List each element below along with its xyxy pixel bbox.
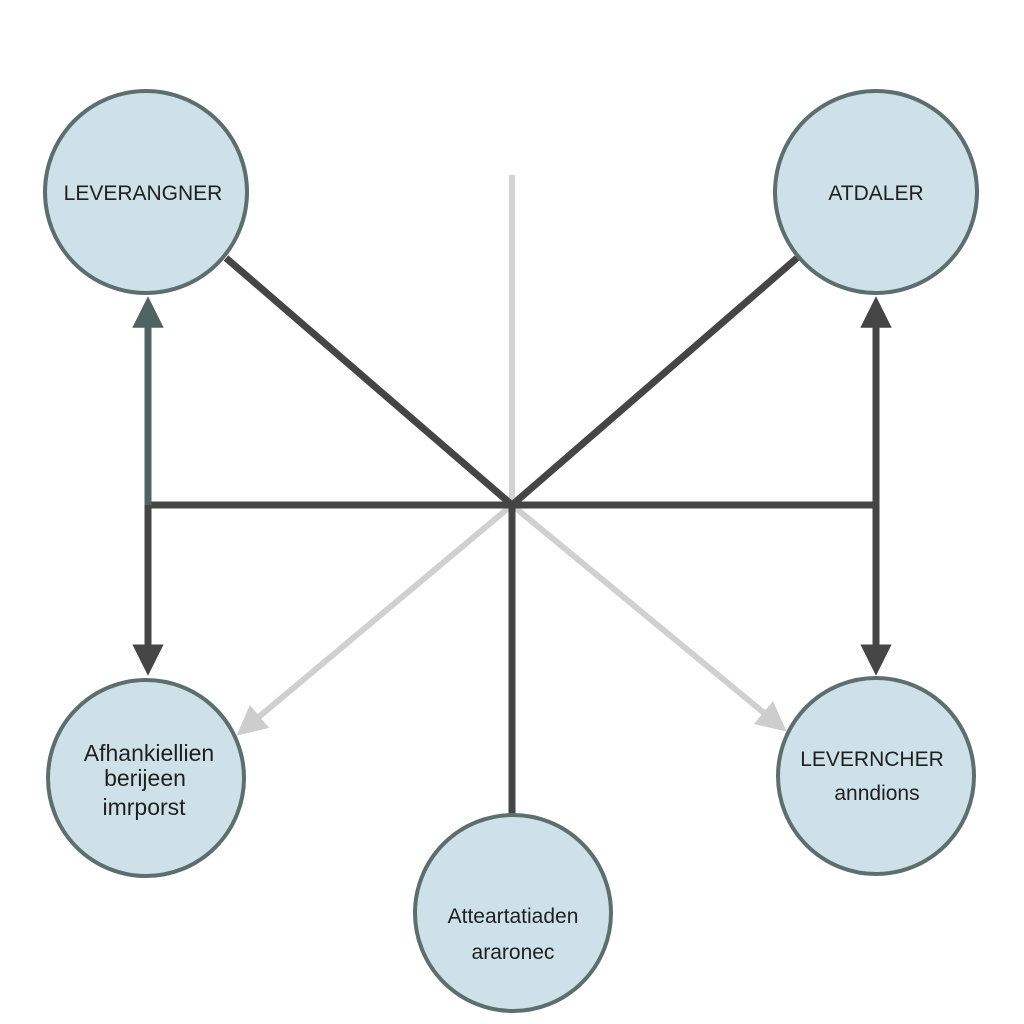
node-top-right-label: ATDALER (828, 182, 923, 205)
dark-line-top-right-diagonal (509, 255, 800, 508)
node-bottom-left-line-3: imrporst (102, 794, 186, 820)
node-bottom-right-line-2: anndions (834, 782, 919, 805)
node-bottom-left-line-2: berijeen (104, 765, 186, 791)
dark-line-top-left-diagonal (223, 255, 515, 508)
node-bottom-left-line-1: Afhankiellien (84, 740, 214, 766)
light-arrow-to-bottom-right (510, 502, 787, 732)
node-bottom-right: LEVERNCHER anndions (776, 676, 976, 876)
node-top-left: LEVERANGNER (43, 89, 249, 295)
node-bottom-center: Atteartatiaden araronec (413, 813, 613, 1013)
node-bottom-left: Afhankiellien berijeen imrporst (46, 678, 246, 878)
node-top-right: ATDALER (773, 89, 979, 295)
node-bottom-center-line-1: Atteartatiaden (448, 905, 579, 928)
light-arrow-to-bottom-left (236, 502, 514, 736)
node-bottom-center-line-2: araronec (472, 941, 555, 964)
node-bottom-right-line-1: LEVERNCHER (800, 748, 944, 771)
node-top-left-label: LEVERANGNER (64, 182, 223, 205)
